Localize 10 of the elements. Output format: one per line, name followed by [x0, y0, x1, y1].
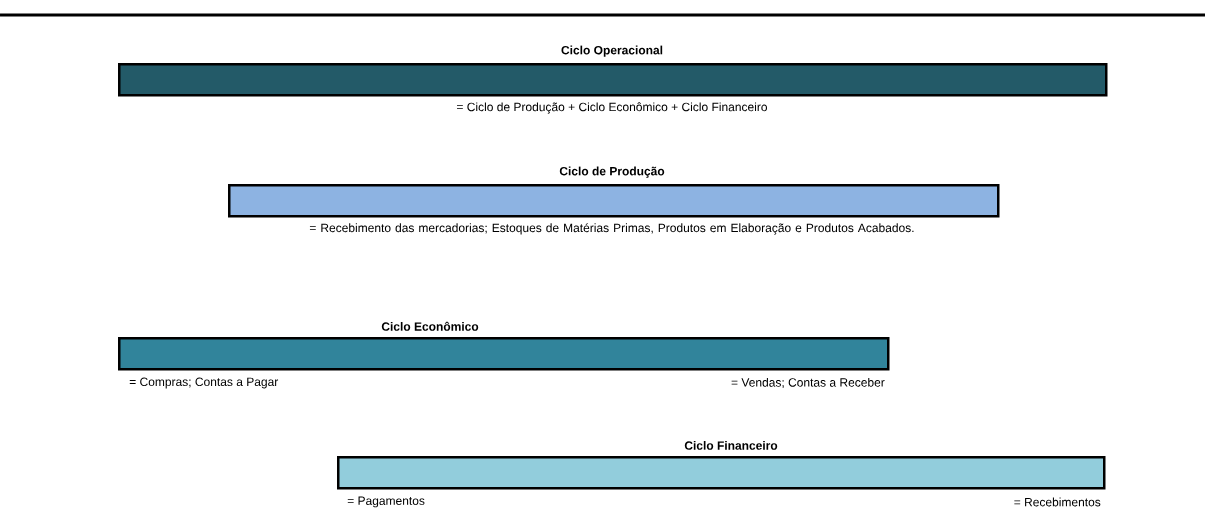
bar-heading: Ciclo Econômico: [381, 321, 479, 331]
bar-caption: = Compras; Contas a Pagar: [129, 377, 279, 389]
bar-heading: Ciclo Operacional: [561, 45, 663, 57]
bar-caption: = Ciclo de Produção + Ciclo Econômico + Ciclo Financeiro: [457, 102, 767, 114]
bar-caption: = Recebimento das mercadorias; Estoques de Matérias Primas, Produtos em Elaboração e Produtos Acabados.: [309, 223, 914, 235]
bar-caption: = Pagamentos: [347, 496, 425, 508]
bar-caption: = Vendas; Contas a Receber: [731, 377, 885, 389]
bar-heading: Ciclo Financeiro: [684, 441, 778, 450]
bar-caption: = Recebimentos: [1014, 497, 1101, 507]
bar-heading: Ciclo de Produção: [559, 166, 665, 178]
